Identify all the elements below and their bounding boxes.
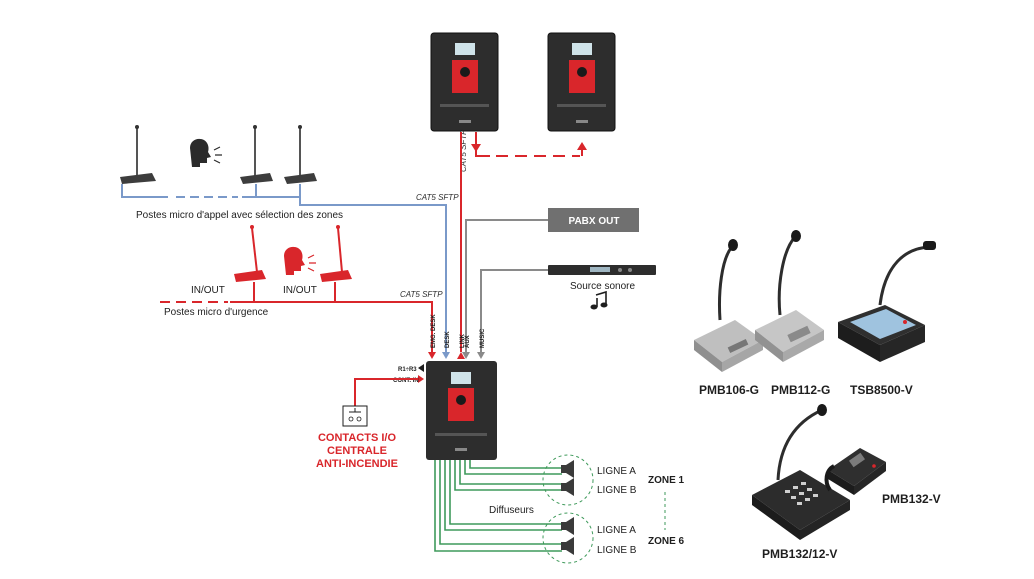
contacts-line-2: CENTRALE [327,445,387,457]
pmb132v-label: PMB132-V [882,492,941,506]
pmb106g-product [694,239,763,372]
ligne-a-zone-6: LIGNE A [597,525,636,536]
speakers-label: Diffuseurs [489,505,534,516]
contact-terminal-icon [342,405,368,427]
relay-label: R1÷R3 [398,367,417,373]
port-desk: DESK [445,331,451,348]
emergency-stations-label: Postes micro d'urgence [164,307,269,318]
port-labels: EMG. DESK DESK LINK AUX MUSIC [431,314,486,348]
zone-1-highlight [542,454,594,506]
pmb106g-label: PMB106-G [699,383,759,397]
pmb132v-product [824,448,886,495]
loudspeaker-icon [561,460,574,478]
contacts-line-1: CONTACTS I/O [318,432,396,444]
contacts-line-3: ANTI-INCENDIE [316,458,398,470]
pmb112g-product [755,230,824,362]
cable-label-top: CAT5 SFTP [459,129,468,172]
cable-label-blue: CAT5 SFTP [416,193,459,202]
zone-6-highlight [542,512,594,564]
speaker-lines [434,460,562,552]
call-stations-bus [121,184,447,352]
port-music: MUSIC [480,328,486,348]
top-unit-left [430,32,499,132]
port-emg-desk: EMG. DESK [431,314,437,348]
port-link: LINK [460,333,466,348]
pabx-out-box: PABX OUT [548,208,639,232]
aux-cable [465,219,548,352]
zone-1-label: ZONE 1 [648,475,685,486]
top-link [475,132,583,157]
emergency-stations-bus [160,282,433,352]
port-aux: AUX [465,335,471,348]
speaking-head-icon [190,138,222,167]
tsb8500v-product [838,241,936,362]
central-unit [426,361,497,460]
in-out-right-label: IN/OUT [283,285,317,296]
music-note-icon [590,290,608,310]
fire-panel-cable [354,378,418,406]
tsb8500v-label: TSB8500-V [850,383,913,397]
zone-6-label: ZONE 6 [648,536,685,547]
relay-marker [418,364,424,372]
ligne-b-zone-1: LIGNE B [597,485,637,496]
loudspeaker-icon [561,537,574,555]
top-unit-right [547,32,616,132]
arrow-down-marker [471,144,481,152]
pmb13212v-label: PMB132/12-V [762,547,837,561]
pmb13212v-product [752,404,850,540]
call-stations [120,125,317,184]
emergency-stations [234,225,352,282]
cont-in-label: CONT. IN [393,378,419,384]
loudspeaker-icon [561,478,574,496]
port-arrows [428,352,485,359]
in-out-left-label: IN/OUT [191,285,225,296]
call-stations-label: Postes micro d'appel avec sélection des … [136,210,343,221]
pmb112g-label: PMB112-G [771,383,830,397]
cable-label-red: CAT5 SFTP [400,290,443,299]
arrow-up-marker [577,142,587,150]
loudspeaker-icon [561,517,574,535]
speaking-head-icon [284,246,316,275]
pabx-out-label: PABX OUT [569,216,620,227]
sound-source-device [548,265,656,275]
sound-source-label: Source sonore [570,281,635,292]
cont-in-marker [418,375,424,383]
music-cable [480,269,548,352]
ligne-b-zone-6: LIGNE B [597,545,637,556]
ligne-a-zone-1: LIGNE A [597,466,636,477]
